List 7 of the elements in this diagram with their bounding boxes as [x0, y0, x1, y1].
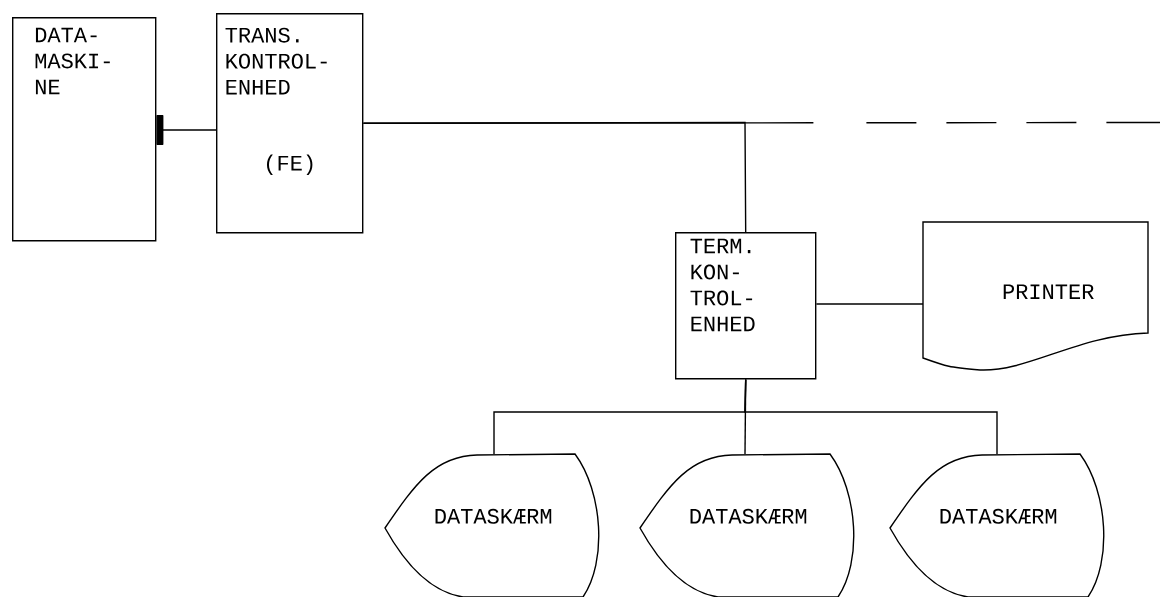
- computer-box: DATA- MASKI- NE: [12, 17, 157, 242]
- controller-box: TRANS. KONTROL- ENHED (FE): [216, 13, 364, 234]
- connector-line: [156, 115, 217, 145]
- connector-line: [815, 303, 924, 305]
- controller-box: TERM. KON- TROL- ENHED: [675, 232, 817, 380]
- connector-line: [362, 121, 747, 233]
- connector-line: [744, 378, 998, 455]
